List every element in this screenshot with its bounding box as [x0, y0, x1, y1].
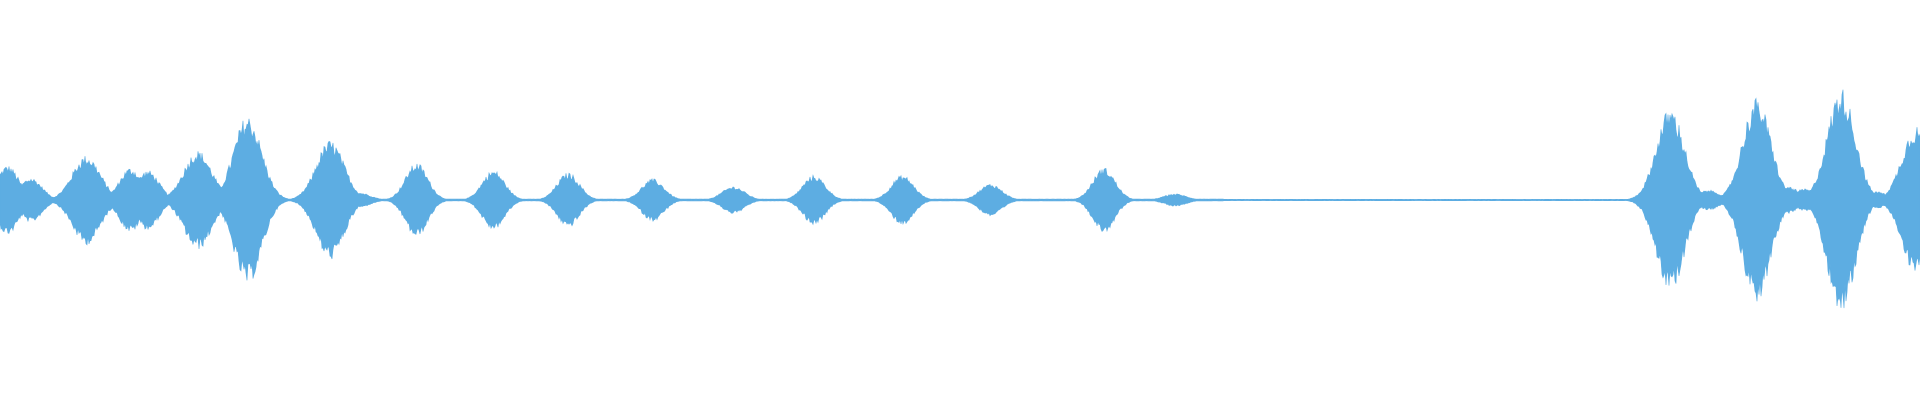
waveform-path — [0, 89, 1920, 309]
